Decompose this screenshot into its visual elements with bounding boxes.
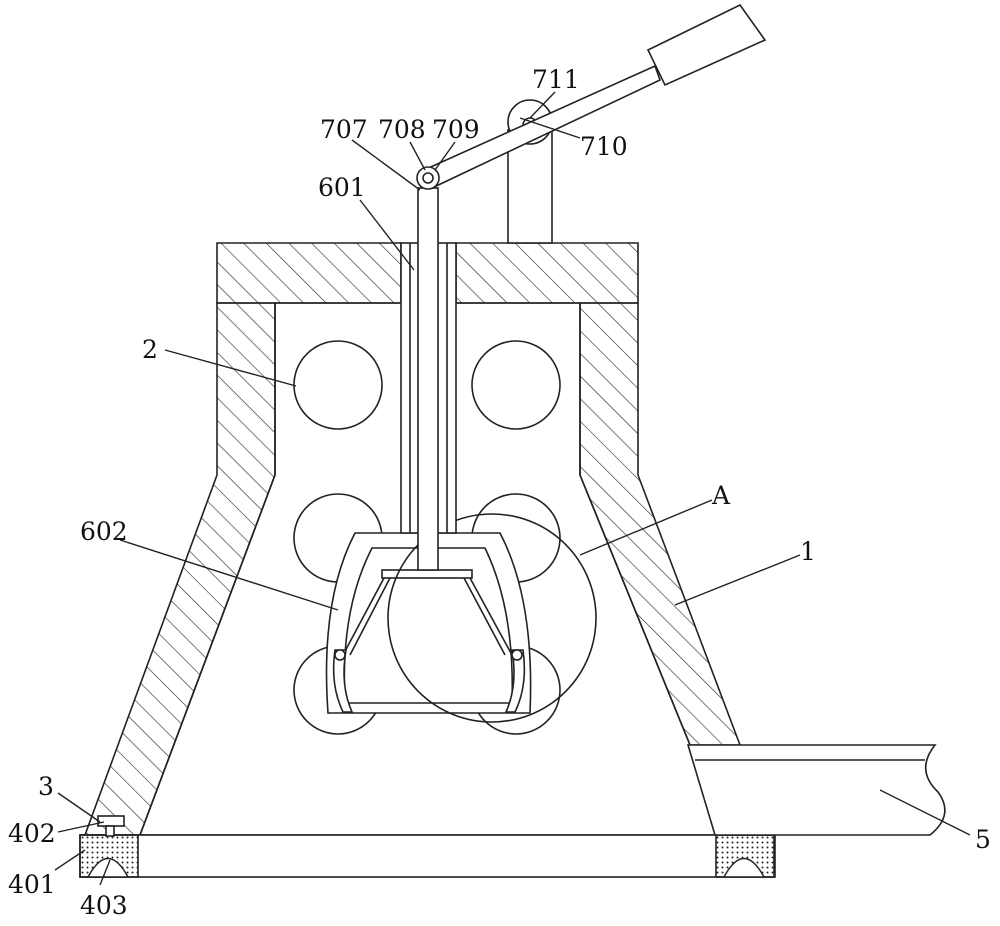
- label-601: 601: [318, 173, 366, 202]
- label-711: 711: [532, 65, 580, 94]
- leader-3: [57, 792, 101, 823]
- leader-709: [434, 141, 456, 171]
- leader-2: [164, 349, 297, 387]
- label-708: 708: [378, 115, 426, 144]
- label-602: 602: [80, 517, 128, 546]
- label-2: 2: [142, 335, 158, 364]
- label-3: 3: [38, 772, 54, 801]
- gripper-crossbar: [381, 569, 473, 579]
- discharge-chute: [686, 744, 946, 836]
- housing-right-wall: [579, 302, 742, 746]
- right-claw-link: [469, 577, 513, 656]
- leader-710: [519, 117, 581, 139]
- ball-top-right: [471, 340, 561, 430]
- leader-5: [879, 789, 971, 836]
- base: [79, 815, 776, 878]
- clip-block: [97, 815, 125, 827]
- lever-handle: [646, 3, 767, 87]
- label-403: 403: [80, 891, 128, 920]
- label-401: 401: [8, 870, 56, 899]
- reference-numerals: 707 708 709 711 710 601 2 A 602 1 3 402 …: [8, 65, 991, 920]
- label-710: 710: [580, 132, 628, 161]
- rod-assembly: [400, 187, 457, 571]
- chute-body: [686, 744, 946, 836]
- label-1: 1: [800, 537, 816, 566]
- left-claw-pin: [334, 649, 346, 661]
- left-claw-link: [342, 577, 385, 656]
- right-foot-groove: [722, 858, 766, 878]
- ball-top-left: [293, 340, 383, 430]
- clip-stem: [105, 825, 115, 837]
- lever-mechanism: [416, 3, 767, 244]
- label-402: 402: [8, 819, 56, 848]
- leader-601: [359, 199, 415, 271]
- gripper-shell: [325, 532, 532, 714]
- leader-a: [579, 499, 713, 556]
- leader-708: [409, 141, 426, 171]
- housing-left-wall: [83, 302, 276, 836]
- right-claw-link-2: [463, 577, 506, 656]
- left-foot-groove: [86, 858, 130, 878]
- label-709: 709: [432, 115, 480, 144]
- gripper: [325, 532, 532, 714]
- leader-402: [57, 821, 105, 833]
- central-rod: [417, 187, 439, 571]
- lever-joint-pin: [422, 172, 434, 184]
- right-claw-pin: [511, 649, 523, 661]
- leader-707: [351, 139, 421, 191]
- leader-401: [54, 849, 86, 871]
- leader-711: [529, 91, 556, 119]
- leader-403: [99, 859, 111, 886]
- right-claw-finger: [504, 649, 526, 713]
- leader-1: [674, 554, 801, 606]
- leader-602: [119, 539, 339, 611]
- detail-a-circle: [387, 513, 597, 723]
- label-a: A: [711, 481, 731, 510]
- left-claw-finger: [332, 649, 354, 713]
- left-claw-link-2: [349, 577, 391, 656]
- leader-lines: [54, 91, 971, 886]
- label-707: 707: [320, 115, 368, 144]
- base-plate: [79, 834, 776, 878]
- label-5: 5: [975, 825, 991, 854]
